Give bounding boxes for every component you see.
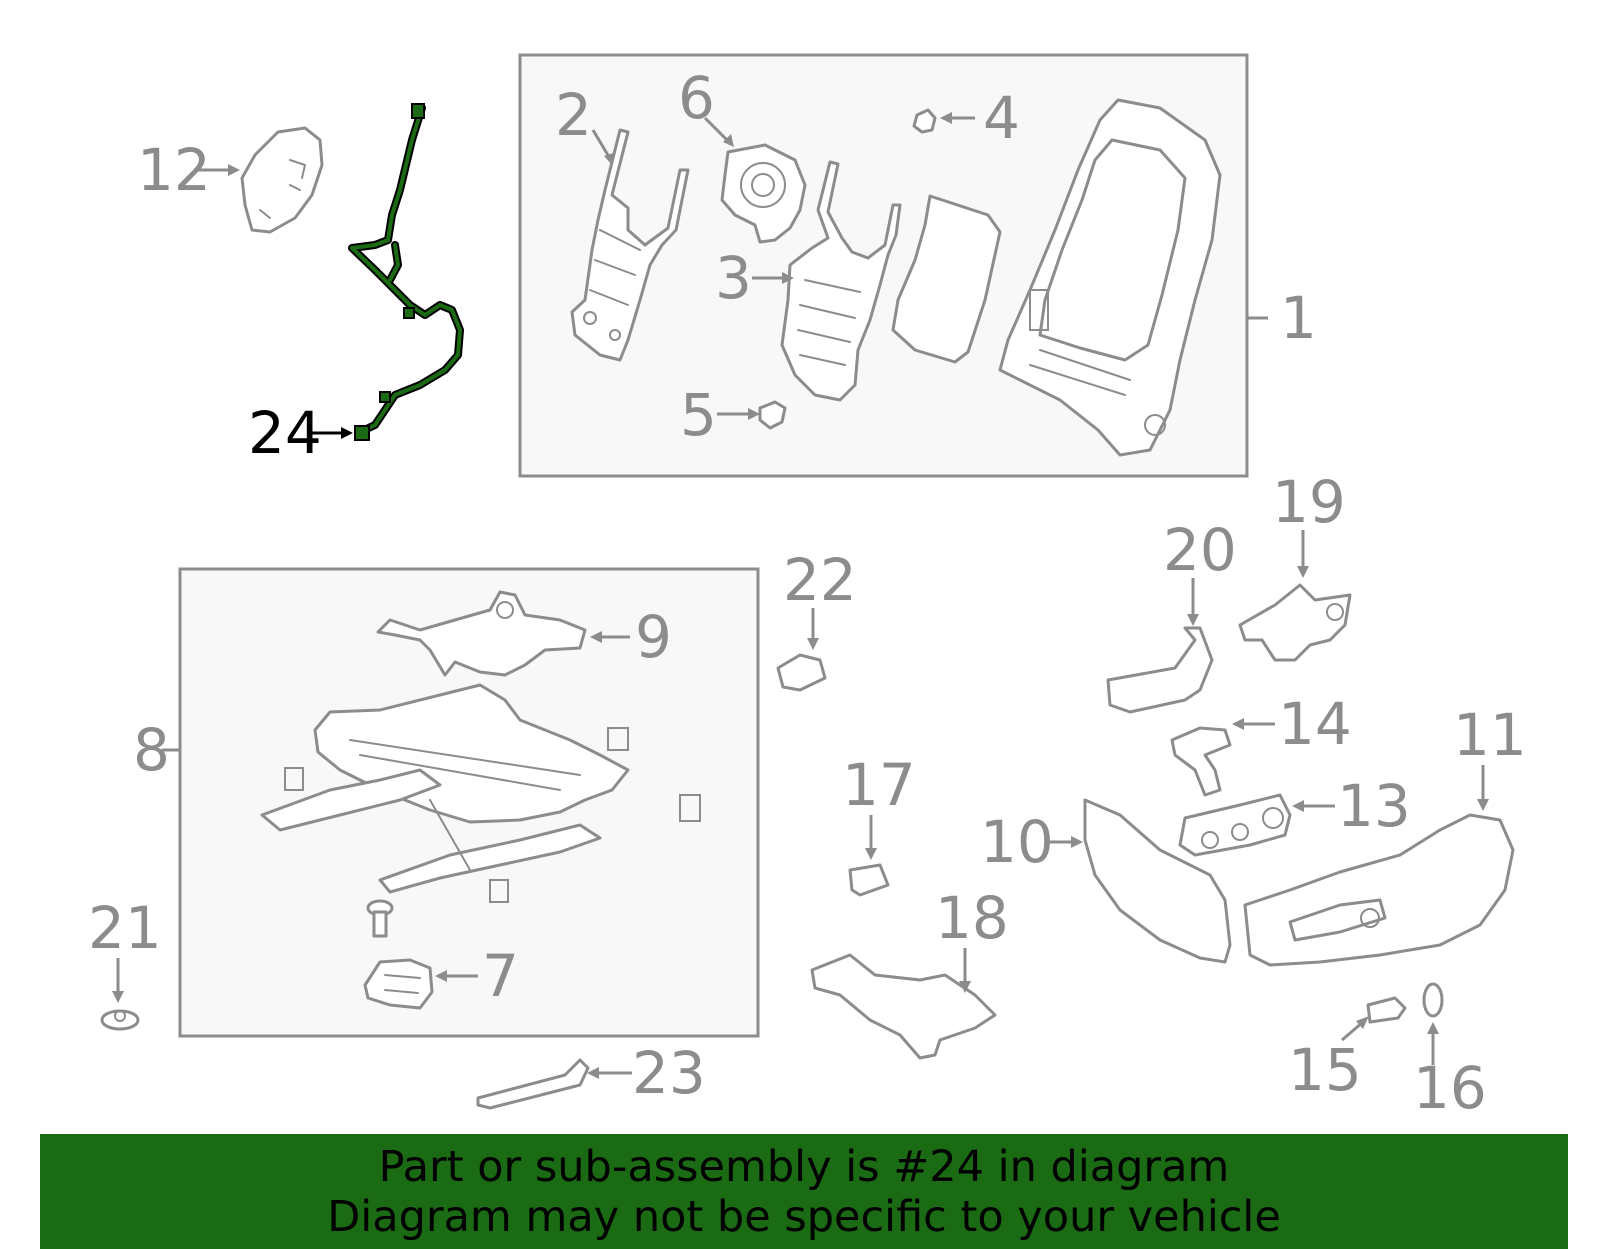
part-18-bracket	[810, 953, 997, 1060]
label-12: 12	[137, 136, 211, 204]
part-21-clip	[100, 1009, 140, 1031]
label-23: 23	[632, 1039, 706, 1107]
part-17-block	[848, 863, 890, 897]
part-22-clip	[776, 653, 827, 692]
label-8: 8	[133, 716, 170, 784]
label-17: 17	[842, 751, 916, 819]
label-19: 19	[1272, 468, 1346, 536]
part-9-cushion-frame-upper	[376, 590, 587, 677]
label-2: 2	[555, 81, 592, 149]
part-3-lumbar-support	[780, 160, 902, 402]
label-9: 9	[635, 603, 672, 671]
label-6: 6	[678, 64, 715, 132]
label-13: 13	[1337, 772, 1411, 840]
part-12-side-cover	[240, 126, 324, 234]
part-16-knob	[1422, 982, 1444, 1018]
part-15-knob	[1366, 996, 1407, 1024]
part-19-bracket	[1238, 583, 1352, 662]
label-1: 1	[1280, 284, 1317, 352]
part-7-motor	[363, 958, 434, 1010]
part-5-clip	[758, 400, 787, 430]
seat-adjuster-frame	[260, 683, 701, 903]
label-24: 24	[248, 399, 322, 467]
part-23-rod	[476, 1058, 590, 1110]
label-11: 11	[1453, 701, 1527, 769]
part-20-bracket	[1106, 626, 1214, 714]
part-24-wiring-harness	[348, 103, 464, 441]
label-10: 10	[980, 808, 1054, 876]
part-1-seat-back-frame	[998, 98, 1222, 457]
label-18: 18	[935, 884, 1009, 952]
part-11-shield-outer	[1243, 813, 1515, 967]
label-16: 16	[1413, 1054, 1487, 1122]
part-10-shield-inner	[1083, 798, 1232, 964]
label-7: 7	[482, 942, 519, 1010]
bolt	[366, 899, 394, 938]
label-3: 3	[715, 244, 752, 312]
part-6-recliner-cover	[720, 143, 807, 244]
label-5: 5	[680, 381, 717, 449]
part-13-seat-switch	[1178, 793, 1292, 857]
banner-line-1: Part or sub-assembly is #24 in diagram	[378, 1142, 1230, 1192]
label-14: 14	[1278, 690, 1352, 758]
part-2-side-bracket	[570, 128, 690, 362]
seat-back-pad	[891, 194, 1002, 364]
part-14-switch-bracket	[1170, 726, 1232, 797]
label-22: 22	[783, 546, 857, 614]
label-21: 21	[88, 894, 162, 962]
label-20: 20	[1163, 516, 1237, 584]
info-banner: Part or sub-assembly is #24 in diagram D…	[40, 1134, 1568, 1249]
part-4-nut	[912, 108, 937, 134]
label-4: 4	[983, 84, 1020, 152]
banner-line-2: Diagram may not be specific to your vehi…	[327, 1192, 1281, 1242]
label-15: 15	[1288, 1036, 1362, 1104]
